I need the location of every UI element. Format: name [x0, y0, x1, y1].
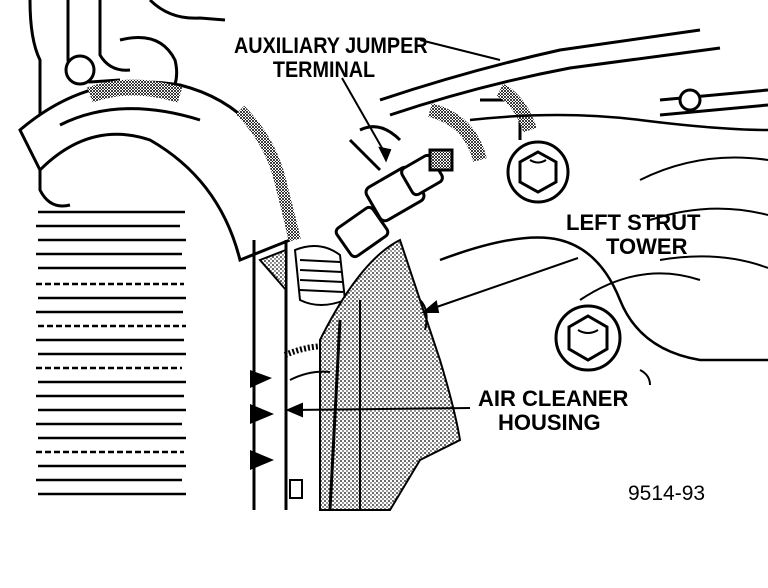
leader-air-cleaner [291, 407, 471, 411]
left-strut-tower [419, 113, 768, 386]
fender-edge-panel [250, 240, 303, 510]
strut-bolt-lower [554, 304, 622, 372]
arrowhead-auxiliary-jumper [378, 146, 392, 163]
air-cleaner-housing-label: AIR CLEANER HOUSING [478, 387, 628, 435]
left-strut-label-line1: LEFT STRUT [566, 210, 701, 235]
leader-lines [285, 77, 579, 418]
air-cleaner-housing [289, 238, 462, 511]
leader-left-strut [427, 257, 579, 311]
auxiliary-jumper-terminal-label: AUXILIARY JUMPER TERMINAL [224, 33, 428, 82]
air-cleaner-label-line1: AIR CLEANER [478, 386, 629, 411]
leader-auxiliary-jumper [341, 77, 387, 156]
arrowhead-air-cleaner [285, 402, 303, 418]
strut-bolt-upper [506, 140, 570, 204]
left-strut-tower-label: LEFT STRUT TOWER [566, 211, 700, 259]
figure-number: 9514-93 [628, 482, 706, 505]
left-strut-label-line2: TOWER [606, 234, 688, 259]
arrowhead-left-strut [421, 300, 440, 313]
radiator-core [36, 210, 186, 496]
auxiliary-jumper-label-line1: AUXILIARY JUMPER [234, 33, 428, 58]
jumper-terminal-connector [334, 125, 454, 259]
air-cleaner-label-line2: HOUSING [498, 410, 601, 435]
auxiliary-jumper-label-line2: TERMINAL [272, 57, 376, 82]
intake-duct [18, 79, 301, 263]
wiring-harness [379, 28, 768, 162]
